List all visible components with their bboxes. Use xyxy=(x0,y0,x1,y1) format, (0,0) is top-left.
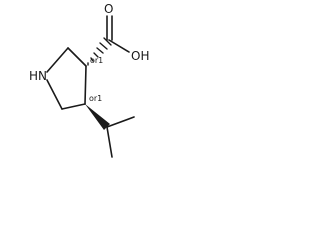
bond-c5-n xyxy=(46,79,63,110)
bond-c2-c3 xyxy=(67,47,87,67)
bond-n-c2 xyxy=(46,47,69,73)
bond-c3-c4 xyxy=(84,65,87,105)
isopropyl-group xyxy=(106,116,135,158)
bond-ch-ch3-upper xyxy=(106,116,135,128)
solid-wedge-c4-isopropyl xyxy=(85,104,110,130)
hydroxyl-label: OH xyxy=(131,49,149,63)
bond-ch-ch3-lower xyxy=(106,126,113,158)
carboxylic-acid-group xyxy=(106,15,130,53)
bond-c-oh xyxy=(108,39,130,53)
stereo-label-c3: or1 xyxy=(90,56,103,65)
chemical-structure-diagram: HN O OH or1 or1 xyxy=(29,2,149,158)
hashed-wedge-c3-cooh xyxy=(87,37,112,66)
carbonyl-oxygen-label: O xyxy=(104,2,113,16)
amine-label: HN xyxy=(29,69,47,83)
stereo-label-c4: or1 xyxy=(89,94,102,103)
pyrrolidine-ring xyxy=(46,47,87,110)
bond-c4-c5 xyxy=(61,103,86,110)
